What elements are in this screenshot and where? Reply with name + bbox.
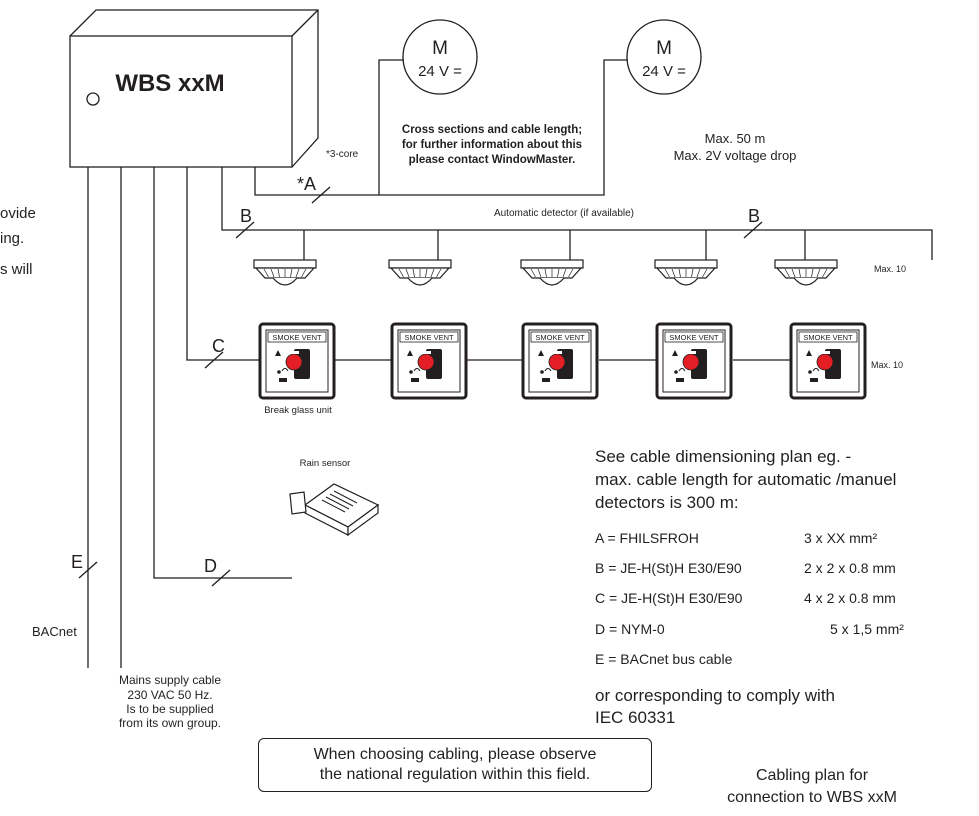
cross-section-note-1: Cross sections and cable length; — [402, 124, 582, 136]
mains-note-4: from its own group. — [119, 716, 221, 730]
comply-note-1: or corresponding to comply with — [595, 686, 835, 705]
cable-spec-b-code: B = JE-H(St)H E30/E90 — [595, 560, 742, 576]
cable-label-b1: B — [240, 206, 252, 226]
cable-label-a: *A — [297, 174, 316, 194]
plan-title-2: connection to WBS xxM — [727, 789, 897, 806]
regulation-note-line-2: the national regulation within this fiel… — [319, 766, 591, 783]
automatic-detector — [520, 259, 584, 286]
motor-1 — [402, 19, 478, 95]
detector-max: Max. 10 — [874, 264, 906, 274]
break-glass-unit: SMOKE VENT — [258, 322, 336, 400]
detectors — [253, 259, 838, 286]
break-glass-units: SMOKE VENT SMOKE VENT SMOKE VENT SMOKE VENT… — [258, 322, 867, 400]
break-glass-unit: SMOKE VENT — [789, 322, 867, 400]
break-glass-label: SMOKE VENT — [272, 333, 322, 342]
core-note: *3-core — [326, 149, 359, 160]
cable-label-b2: B — [748, 206, 760, 226]
max-length-note-1: Max. 50 m — [705, 131, 766, 146]
cable-spec-c-size: 4 x 2 x 0.8 mm — [804, 590, 896, 606]
break-glass-unit: SMOKE VENT — [521, 322, 599, 400]
break-glass-label: SMOKE VENT — [535, 333, 585, 342]
cable-label-d: D — [204, 556, 217, 576]
cable-spec-d-code: D = NYM-0 — [595, 621, 665, 637]
plan-title-1: Cabling plan for — [756, 767, 869, 784]
dimensioning-intro-2: max. cable length for automatic /manuel — [595, 470, 896, 489]
cable-spec-e-code: E = BACnet bus cable — [595, 651, 733, 667]
detector-caption: Automatic detector (if available) — [494, 208, 634, 219]
mains-note-2: 230 VAC 50 Hz. — [127, 688, 212, 702]
rain-sensor-caption: Rain sensor — [300, 458, 351, 469]
motor-2 — [626, 19, 702, 95]
automatic-detector — [774, 259, 838, 286]
cabinet-title: WBS xxM — [115, 70, 224, 97]
automatic-detector — [388, 259, 452, 286]
cable-spec-b-size: 2 x 2 x 0.8 mm — [804, 560, 896, 576]
break-glass-caption: Break glass unit — [264, 405, 332, 416]
left-partial-text-2: ing. — [0, 230, 24, 247]
regulation-note-box: When choosing cabling, please observe th… — [258, 738, 652, 792]
motor-1-voltage: 24 V = — [418, 63, 462, 80]
break-glass-label: SMOKE VENT — [404, 333, 454, 342]
bacnet-label: BACnet — [32, 624, 77, 639]
cable-label-e: E — [71, 552, 83, 572]
cable-spec-c-code: C = JE-H(St)H E30/E90 — [595, 590, 743, 606]
cable-spec-d-size: 5 x 1,5 mm² — [830, 621, 904, 637]
wbs-cabinet — [69, 9, 319, 168]
cable-spec-a-size: 3 x XX mm² — [804, 530, 877, 546]
cable-spec-a-code: A = FHILSFROH — [595, 530, 699, 546]
break-glass-unit: SMOKE VENT — [655, 322, 733, 400]
break-glass-max: Max. 10 — [871, 360, 903, 370]
automatic-detector — [654, 259, 718, 286]
break-glass-label: SMOKE VENT — [669, 333, 719, 342]
left-partial-text-3: s will — [0, 261, 33, 278]
cable-slash-marks — [78, 186, 763, 587]
dimensioning-intro-1: See cable dimensioning plan eg. - — [595, 447, 851, 466]
regulation-note-line-1: When choosing cabling, please observe — [313, 746, 597, 763]
break-glass-label: SMOKE VENT — [803, 333, 853, 342]
dimensioning-intro-3: detectors is 300 m: — [595, 493, 739, 512]
cross-section-note-2: for further information about this — [402, 139, 582, 151]
left-partial-text-1: ovide — [0, 205, 36, 222]
mains-note-1: Mains supply cable — [119, 673, 221, 687]
motor-2-letter: M — [656, 38, 672, 59]
max-length-note-2: Max. 2V voltage drop — [674, 148, 797, 163]
rain-sensor — [289, 483, 380, 537]
break-glass-unit: SMOKE VENT — [390, 322, 468, 400]
cross-section-note-3: please contact WindowMaster. — [409, 154, 576, 166]
mains-note-3: Is to be supplied — [126, 702, 213, 716]
automatic-detector — [253, 259, 317, 286]
motor-2-voltage: 24 V = — [642, 63, 686, 80]
cable-lines — [87, 59, 933, 668]
comply-note-2: IEC 60331 — [595, 708, 675, 727]
motor-1-letter: M — [432, 38, 448, 59]
cable-label-c: C — [212, 336, 225, 356]
